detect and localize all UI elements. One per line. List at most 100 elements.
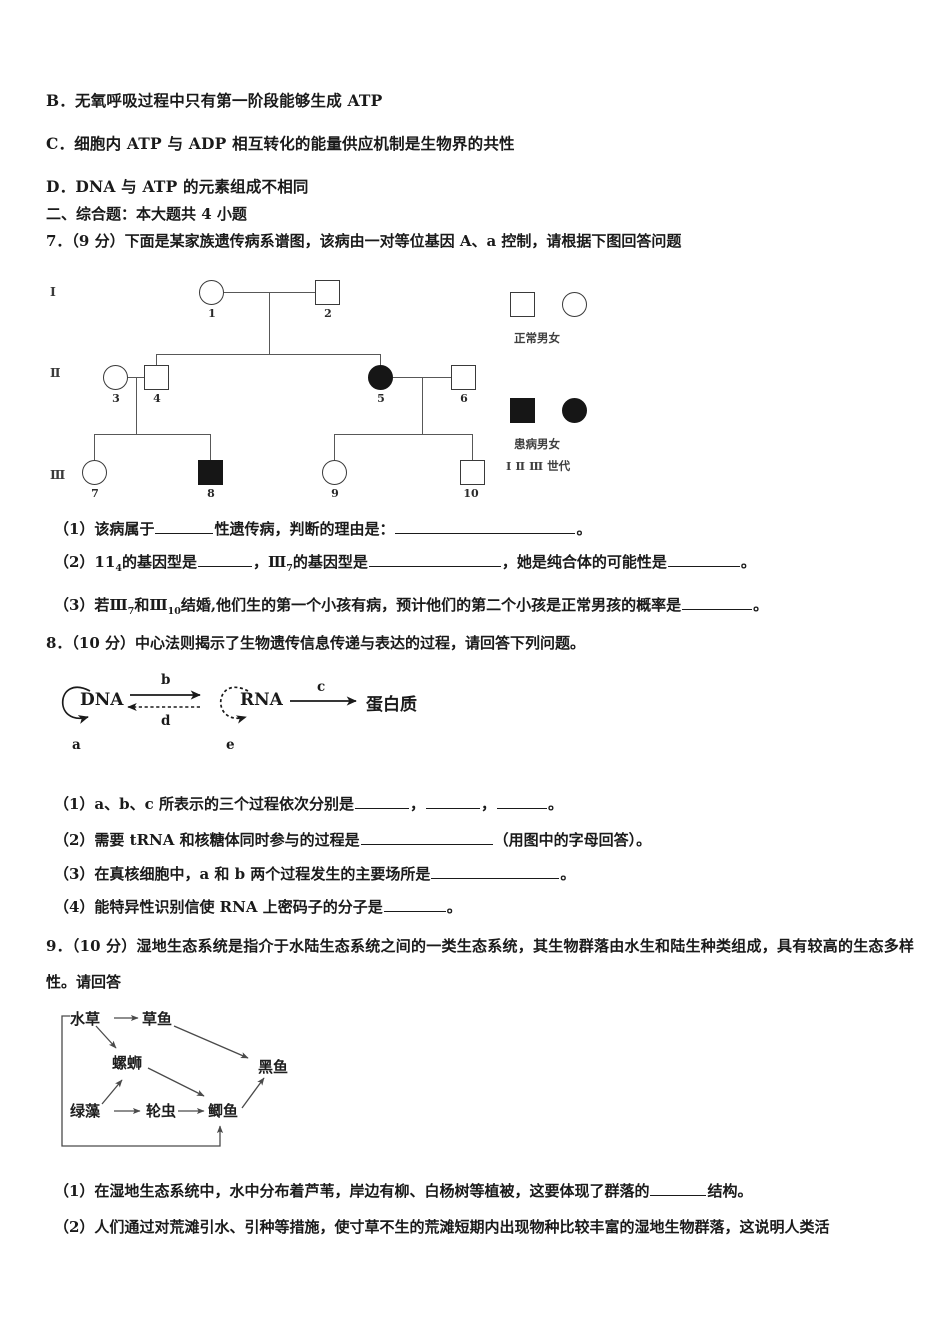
q7-sub2-blank-3[interactable] [667, 552, 740, 567]
q8-sub1-text-d: 。 [548, 795, 564, 813]
q9-sub1-text-b: 结构。 [707, 1182, 753, 1200]
food-web-diagram: 水草 草鱼 螺蛳 黑鱼 绿藻 轮虫 鲫鱼 [52, 1006, 352, 1154]
pedigree-node-10 [460, 460, 485, 485]
descent-line-5-6 [422, 377, 424, 434]
q7-sub-2: （2）114的基因型是，Ⅲ7的基因型是，她是纯合体的可能性是。 [54, 551, 756, 574]
q7-sub1-blank-1[interactable] [155, 519, 214, 534]
q8-sub2-text-b: （用图中的字母回答）。 [493, 831, 652, 849]
pedigree-node-8 [198, 460, 223, 485]
q7-sub2-subscript-c: 7 [286, 563, 293, 574]
process-a-loop [61, 686, 91, 724]
foodweb-node-lvzao: 绿藻 [70, 1102, 101, 1120]
pedigree-id-4: 4 [153, 392, 161, 405]
q8-sub4-text-b: 。 [446, 898, 462, 916]
q7-sub3-subscript-a: 7 [127, 606, 135, 617]
q9-sub-2: （2）人们通过对荒滩引水、引种等措施，使寸草不生的荒滩短期内出现物种比较丰富的湿… [54, 1218, 830, 1236]
q8-sub-3: （3）在真核细胞中，a 和 b 两个过程发生的主要场所是。 [54, 863, 575, 884]
descent-line-gen1 [269, 292, 271, 354]
q8-sub2-text-a: （2）需要 tRNA 和核糖体同时参与的过程是 [54, 831, 360, 849]
foodweb-node-luosi: 螺蛳 [112, 1054, 143, 1072]
edge-lvzao-luosi [101, 1079, 123, 1105]
generation-label-1: Ⅰ [50, 284, 56, 299]
q7-sub2-text-f: 。 [740, 553, 756, 571]
pedigree-id-9: 9 [331, 487, 339, 500]
q8-sub-1: （1）a、b、c 所表示的三个过程依次分别是，，。 [54, 793, 563, 814]
section-heading: 二、综合题：本大题共 4 小题 [46, 205, 247, 223]
q7-sub2-text-b: 的基因型是 [121, 553, 197, 571]
pedigree-id-1: 1 [208, 307, 216, 320]
question-7-heading: 7．（9 分）下面是某家族遗传病系谱图，该病由一对等位基因 A、a 控制，请根据… [46, 232, 682, 250]
q7-sub1-blank-2[interactable] [395, 519, 576, 534]
edge-shuicao-luosi [95, 1025, 117, 1049]
drop-line-to-9 [334, 434, 336, 460]
dogma-label-a: a [72, 737, 81, 753]
q7-sub2-blank-2[interactable] [368, 552, 501, 567]
pedigree-id-8: 8 [207, 487, 215, 500]
q7-sub3-text-d: 。 [753, 596, 769, 614]
q8-sub1-blank-1[interactable] [355, 794, 410, 809]
dogma-label-b: b [161, 672, 171, 688]
q9-sub1-blank-1[interactable] [650, 1181, 707, 1196]
q8-sub-2: （2）需要 tRNA 和核糖体同时参与的过程是 （用图中的字母回答）。 [54, 829, 651, 850]
q7-sub3-subscript-b: 10 [167, 606, 181, 617]
q8-sub1-blank-2[interactable] [426, 794, 481, 809]
q8-sub3-text-a: （3）在真核细胞中，a 和 b 两个过程发生的主要场所是 [54, 865, 431, 883]
q8-sub1-blank-3[interactable] [497, 794, 548, 809]
sibship-bar-gen2 [156, 354, 381, 356]
legend-normal-caption: 正常男女 [514, 331, 560, 345]
option-c: C．细胞内 ATP 与 ADP 相互转化的能量供应机制是生物界的共性 [46, 134, 515, 153]
foodweb-node-lunchong: 轮虫 [146, 1102, 177, 1120]
option-b: B．无氧呼吸过程中只有第一阶段能够生成 ATP [46, 91, 383, 110]
q8-sub1-text-c: ， [481, 795, 497, 813]
dogma-node-dna: DNA [80, 690, 124, 710]
pedigree-node-1 [199, 280, 224, 305]
question-8-heading: 8．（10 分）中心法则揭示了生物遗传信息传递与表达的过程，请回答下列问题。 [46, 634, 586, 652]
q9-sub1-text-a: （1）在湿地生态系统中，水中分布着芦苇，岸边有柳、白杨树等植被，这要体现了群落的 [54, 1182, 650, 1200]
legend-generation-caption: Ⅰ Ⅱ Ⅲ 世代 [506, 459, 571, 473]
q8-sub4-blank-1[interactable] [383, 897, 446, 912]
edge-luosi-jiyu [147, 1067, 205, 1097]
legend-normal-male-icon [510, 292, 535, 317]
q8-sub2-blank-1[interactable] [360, 830, 493, 845]
q7-sub2-text-e: ，她是纯合体的可能性是 [501, 553, 667, 571]
foodweb-node-caoyu: 草鱼 [142, 1010, 173, 1028]
q8-sub-4: （4）能特异性识别信使 RNA 上密码子的分子是。 [54, 896, 462, 917]
q7-sub1-text-c: 。 [576, 520, 592, 538]
q7-sub3-blank-1[interactable] [682, 595, 753, 610]
descent-line-3-4 [136, 377, 138, 434]
edge-shuicao-jiyu-detour [61, 1015, 224, 1147]
q7-sub2-text-a: （2）11 [54, 553, 116, 571]
dogma-node-rna: RNA [240, 690, 283, 710]
q8-sub1-text-b: ， [410, 795, 426, 813]
process-e-loop [219, 686, 249, 724]
pedigree-id-7: 7 [91, 487, 99, 500]
drop-line-to-10 [472, 434, 474, 460]
pedigree-id-3: 3 [112, 392, 120, 405]
foodweb-node-heiyu: 黑鱼 [258, 1058, 289, 1076]
pedigree-node-3 [103, 365, 128, 390]
pedigree-chart: Ⅰ Ⅱ Ⅲ 1 2 3 4 5 6 [46, 262, 686, 512]
generation-label-3: Ⅲ [50, 467, 66, 482]
q7-sub1-text-a: （1）该病属于 [54, 520, 155, 538]
sibship-bar-gen3-left [94, 434, 210, 436]
question-9-heading: 9．（10 分）湿地生态系统是指介于水陆生态系统之间的一类生态系统，其生物群落由… [46, 937, 914, 991]
edge-jiyu-heiyu [241, 1077, 265, 1109]
q7-sub-1: （1）该病属于性遗传病，判断的理由是：。 [54, 518, 591, 539]
pedigree-node-4 [144, 365, 169, 390]
q7-sub2-subscript-a: 4 [115, 563, 122, 574]
q7-sub2-blank-1[interactable] [197, 552, 252, 567]
q7-sub3-text-c: 结婚,他们生的第一个小孩有病，预计他们的第二个小孩是正常男孩的概率是 [180, 596, 682, 614]
foodweb-node-jiyu: 鲫鱼 [208, 1102, 239, 1120]
q7-sub3-text-b: 和Ⅲ [134, 596, 168, 614]
edge-caoyu-heiyu [173, 1025, 249, 1059]
dogma-label-e: e [226, 737, 235, 753]
dogma-label-c: c [317, 679, 326, 695]
pedigree-node-5 [368, 365, 393, 390]
pedigree-node-9 [322, 460, 347, 485]
central-dogma-diagram: DNA RNA 蛋白质 b d c a e [48, 655, 468, 775]
drop-line-to-8 [210, 434, 212, 460]
central-dogma-svg [61, 686, 357, 724]
q8-sub3-blank-1[interactable] [431, 864, 560, 879]
foodweb-node-shuicao: 水草 [70, 1010, 101, 1028]
